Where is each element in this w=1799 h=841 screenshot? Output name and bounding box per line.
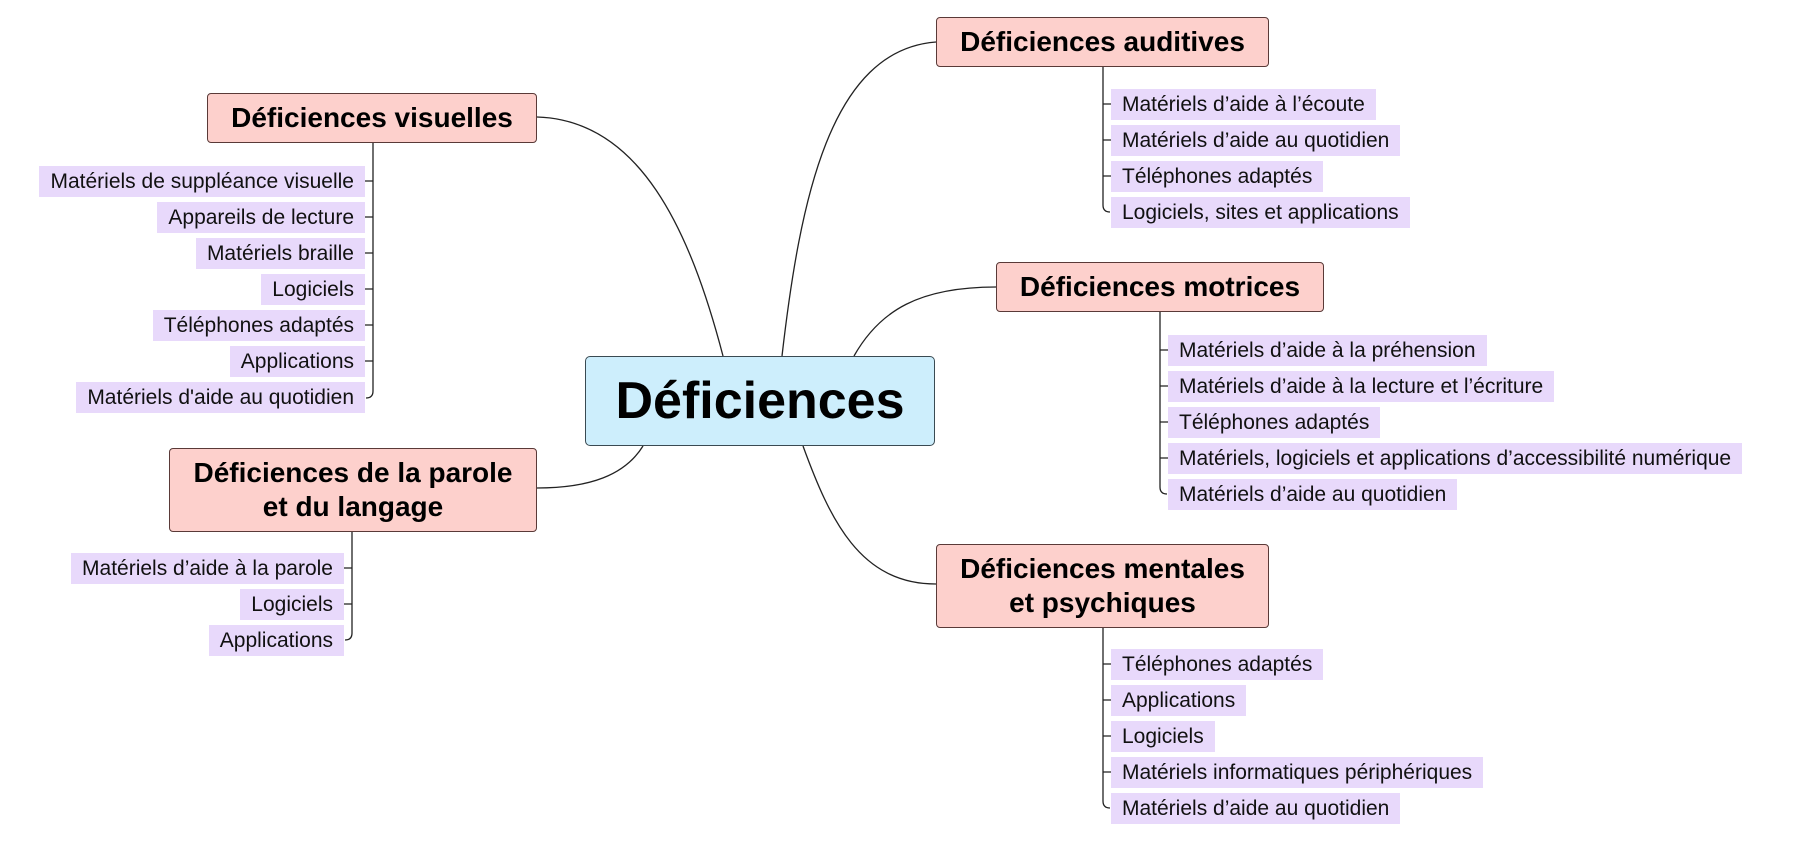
leaf-motrices-2[interactable]: Matériels d’aide à la lecture et l’écrit… (1168, 371, 1555, 402)
connector-parole (536, 445, 644, 489)
leaf-visuelles-3[interactable]: Matériels braille (195, 238, 365, 269)
bracket-mentales (1102, 628, 1111, 809)
bracket-parole (344, 531, 353, 641)
branch-mentales-label-line2: et psychiques (1009, 587, 1196, 618)
leaf-visuelles-5[interactable]: Téléphones adaptés (152, 310, 365, 341)
leaf-visuelles-7[interactable]: Matériels d'aide au quotidien (76, 382, 365, 413)
bracket-motrices (1159, 311, 1168, 495)
connector-visuelles (536, 116, 724, 357)
leaf-motrices-4[interactable]: Matériels, logiciels et applications d’a… (1168, 443, 1743, 474)
leaf-mentales-5[interactable]: Matériels d’aide au quotidien (1111, 793, 1401, 824)
branch-parole-label-line1: Déficiences de la parole (193, 457, 513, 488)
leaf-mentales-2[interactable]: Applications (1111, 685, 1247, 716)
bracket-auditives (1102, 66, 1111, 213)
leaf-parole-2[interactable]: Logiciels (240, 589, 344, 620)
leaf-visuelles-1[interactable]: Matériels de suppléance visuelle (39, 166, 365, 197)
leaf-motrices-5[interactable]: Matériels d’aide au quotidien (1168, 479, 1458, 510)
branch-mentales-label-line1: Déficiences mentales (960, 553, 1245, 584)
leaf-visuelles-6[interactable]: Applications (229, 346, 365, 377)
bracket-visuelles (365, 141, 374, 399)
branch-motrices[interactable]: Déficiences motrices (996, 262, 1324, 312)
leaf-parole-1[interactable]: Matériels d’aide à la parole (71, 553, 344, 584)
connector-mentales (802, 445, 937, 585)
leaf-auditives-4[interactable]: Logiciels, sites et applications (1111, 197, 1410, 228)
leaf-mentales-1[interactable]: Téléphones adaptés (1111, 649, 1324, 680)
leaf-motrices-3[interactable]: Téléphones adaptés (1168, 407, 1381, 438)
leaf-auditives-3[interactable]: Téléphones adaptés (1111, 161, 1324, 192)
branch-parole[interactable]: Déficiences de la parole et du langage (169, 448, 537, 532)
connector-auditives (781, 41, 937, 357)
branch-auditives[interactable]: Déficiences auditives (936, 17, 1269, 67)
leaf-auditives-1[interactable]: Matériels d’aide à l’écoute (1111, 89, 1376, 120)
branch-mentales[interactable]: Déficiences mentales et psychiques (936, 544, 1269, 628)
leaf-motrices-1[interactable]: Matériels d’aide à la préhension (1168, 335, 1487, 366)
leaf-mentales-3[interactable]: Logiciels (1111, 721, 1215, 752)
branch-motrices-label: Déficiences motrices (1019, 271, 1301, 302)
leaf-auditives-2[interactable]: Matériels d’aide au quotidien (1111, 125, 1401, 156)
leaf-parole-3[interactable]: Applications (208, 625, 344, 656)
branch-auditives-label: Déficiences auditives (960, 26, 1245, 57)
branch-parole-label-line2: et du langage (262, 491, 444, 522)
central-topic-label: Déficiences (615, 372, 905, 430)
connector-motrices (853, 286, 997, 357)
branch-visuelles[interactable]: Déficiences visuelles (207, 93, 537, 143)
leaf-mentales-4[interactable]: Matériels informatiques périphériques (1111, 757, 1484, 788)
leaf-visuelles-4[interactable]: Logiciels (261, 274, 365, 305)
branch-visuelles-label: Déficiences visuelles (231, 102, 513, 133)
central-topic[interactable]: Déficiences (585, 356, 935, 446)
leaf-visuelles-2[interactable]: Appareils de lecture (157, 202, 365, 233)
